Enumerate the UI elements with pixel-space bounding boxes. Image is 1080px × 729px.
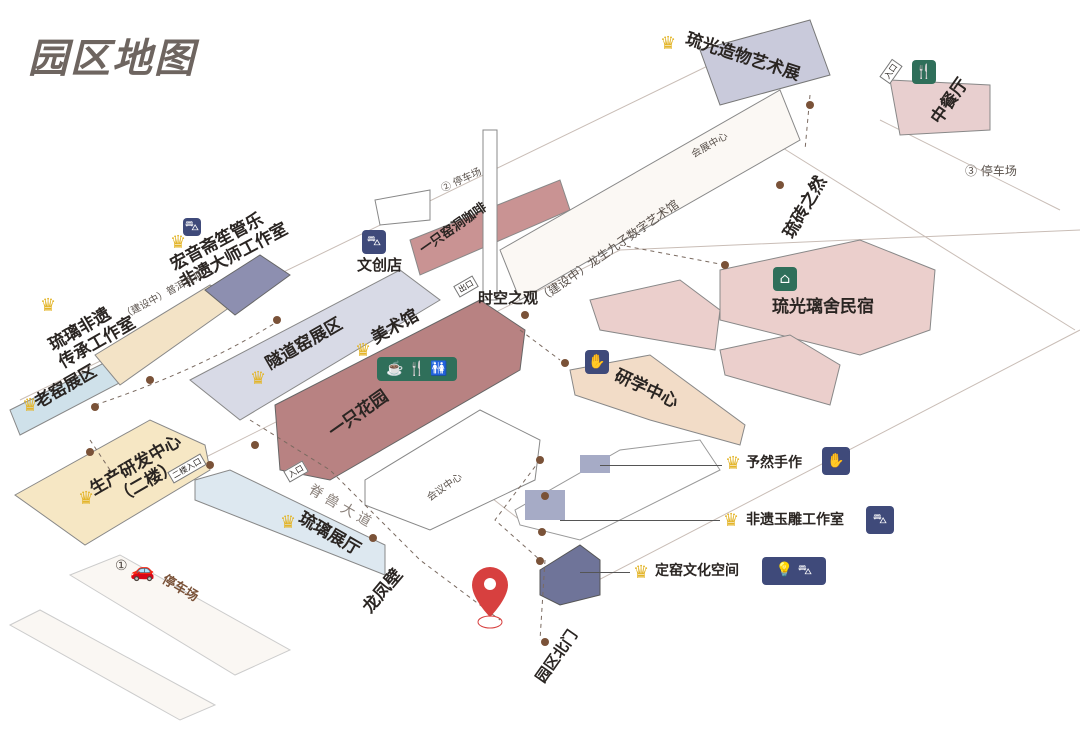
page-title: 园区地图 xyxy=(28,36,196,82)
leader-line xyxy=(600,465,722,466)
label-yuran[interactable]: 予然手作 xyxy=(746,455,802,471)
study-icon: ✋ xyxy=(585,350,609,374)
crown-icon: ♛ xyxy=(170,232,187,253)
label-shop[interactable]: 文创店 xyxy=(357,256,403,274)
crown-icon: ♛ xyxy=(280,512,297,533)
home-icon: ⌂ xyxy=(773,267,797,291)
crown-icon: ♛ xyxy=(660,33,677,54)
lamp-and-shop-icon: 💡 ⛍ xyxy=(762,557,826,585)
crown-icon: ♛ xyxy=(355,340,372,361)
label-jade[interactable]: 非遗玉雕工作室 xyxy=(746,512,844,528)
crown-icon: ♛ xyxy=(22,395,39,416)
parking-lot-1a xyxy=(68,554,292,676)
shopping-bag-icon: ⛍ xyxy=(183,218,201,236)
label-spacetime[interactable]: 时空之观 xyxy=(478,289,539,307)
label-parking-3[interactable]: ③ 停车场 xyxy=(965,164,1017,178)
building-glass-hall xyxy=(194,469,386,576)
building-liuguang-art xyxy=(699,19,831,106)
crown-icon: ♛ xyxy=(723,510,740,531)
chimney xyxy=(482,129,498,301)
building-rd-center xyxy=(14,419,211,546)
label-dingyao[interactable]: 定窑文化空间 xyxy=(655,563,739,579)
shopping-bag-icon: ⛍ xyxy=(362,230,386,254)
building-dingyao xyxy=(539,544,601,606)
building-expo xyxy=(499,89,801,301)
crafts-icon: ✋ xyxy=(822,447,850,475)
building-flower-garden xyxy=(274,299,526,481)
building-conference xyxy=(364,409,541,531)
crown-icon: ♛ xyxy=(250,368,267,389)
label-homestay[interactable]: 琉光璃舍民宿 xyxy=(772,297,874,317)
building-tunnel-kiln xyxy=(189,269,441,421)
building-study xyxy=(569,354,746,446)
crown-icon: ♛ xyxy=(633,562,650,583)
leader-line xyxy=(560,520,720,521)
parking-1-number: ① xyxy=(115,558,128,574)
parking-lot-1b xyxy=(8,609,217,721)
building-restaurant xyxy=(889,79,991,136)
shopping-bag-icon: ⛍ xyxy=(866,506,894,534)
location-pin-icon xyxy=(472,567,508,629)
crown-icon: ♛ xyxy=(40,295,57,316)
car-icon: 🚗 xyxy=(130,558,155,582)
leader-line xyxy=(580,572,630,573)
crown-icon: ♛ xyxy=(725,453,742,474)
amenities-icon: ☕ 🍴 🚻 xyxy=(377,357,457,381)
crown-icon: ♛ xyxy=(78,488,95,509)
restaurant-icon: 🍴 xyxy=(912,60,936,84)
restroom xyxy=(374,189,431,226)
